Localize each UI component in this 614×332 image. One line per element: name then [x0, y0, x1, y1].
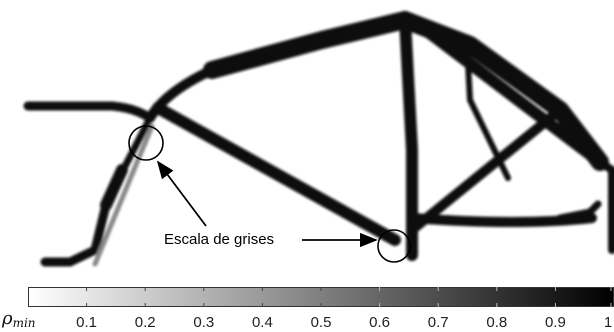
left-support-middle [100, 164, 128, 211]
rho-min-label: ρmin [2, 308, 36, 330]
diagonal-top-right [409, 16, 606, 168]
diagonal-mid-right [407, 105, 565, 235]
colorbar-tick-label: 0.8 [486, 314, 508, 331]
gray-region-circle-lower [377, 229, 411, 263]
density-colorbar [28, 287, 614, 307]
left-support-lower [40, 200, 111, 267]
left-gray-strut [92, 123, 155, 267]
bottom-right-chord [407, 213, 597, 227]
colorbar-tick-label: 0.7 [427, 314, 449, 331]
colorbar-tick-label: 1 [603, 314, 613, 331]
colorbar-tick-label: 0.3 [193, 314, 215, 331]
colorbar-tick-label: 0.5 [310, 314, 332, 331]
bottom-right-tip [556, 200, 602, 222]
vertical-right-inner [464, 42, 511, 181]
colorbar-tick-label: 0.4 [251, 314, 273, 331]
main-diagonal [152, 102, 401, 246]
truss-structure [23, 11, 614, 267]
right-wall [596, 158, 614, 254]
gray-region-circle-upper [128, 125, 164, 161]
colorbar-tick-label: 0.9 [544, 314, 566, 331]
vertical-post [399, 14, 418, 261]
arrow-to-upper-circle [156, 160, 207, 227]
upper-left-cap [145, 65, 217, 123]
top-chord [203, 11, 414, 79]
colorbar-tick-label: 0.2 [134, 314, 156, 331]
left-horizontal-member [23, 101, 155, 123]
gray-scale-annotation-label: Escala de grises [164, 231, 275, 248]
colorbar-tick-label: 0.1 [76, 314, 98, 331]
colorbar-tick-label: 0.6 [369, 314, 391, 331]
